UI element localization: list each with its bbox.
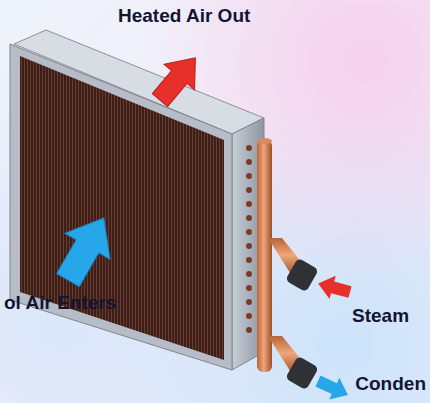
tube-end <box>246 243 252 249</box>
tube-end <box>246 299 252 305</box>
tube-end <box>246 313 252 319</box>
tube-end <box>246 257 252 263</box>
flow-label: ol Air Enters <box>4 291 116 314</box>
cool-air-arrow <box>45 205 126 293</box>
red-arrow <box>315 272 353 304</box>
blue-arrow <box>313 370 353 403</box>
tube-end <box>246 159 252 165</box>
flow-label: Steam <box>352 304 409 327</box>
frame-front <box>10 44 232 370</box>
flow-label: Heated Air Out <box>118 4 250 27</box>
tube-end <box>246 285 252 291</box>
red-arrow <box>145 45 211 113</box>
header-cap <box>257 138 272 144</box>
tube-end <box>246 173 252 179</box>
steam-arrow <box>315 272 353 304</box>
heated-air-arrow <box>145 45 211 113</box>
flow-label: Conden <box>355 372 426 395</box>
tube-end <box>246 201 252 207</box>
tube-end <box>246 229 252 235</box>
blue-arrow <box>45 205 126 293</box>
tube-ends <box>246 145 252 333</box>
tube-end <box>246 187 252 193</box>
tube-end <box>246 145 252 151</box>
fin-face <box>20 56 224 360</box>
tube-end <box>246 215 252 221</box>
inlet-cap <box>285 258 319 293</box>
tube-end <box>246 271 252 277</box>
condensate-arrow <box>313 370 353 403</box>
outlet-cap <box>285 356 319 391</box>
tube-end <box>246 327 252 333</box>
